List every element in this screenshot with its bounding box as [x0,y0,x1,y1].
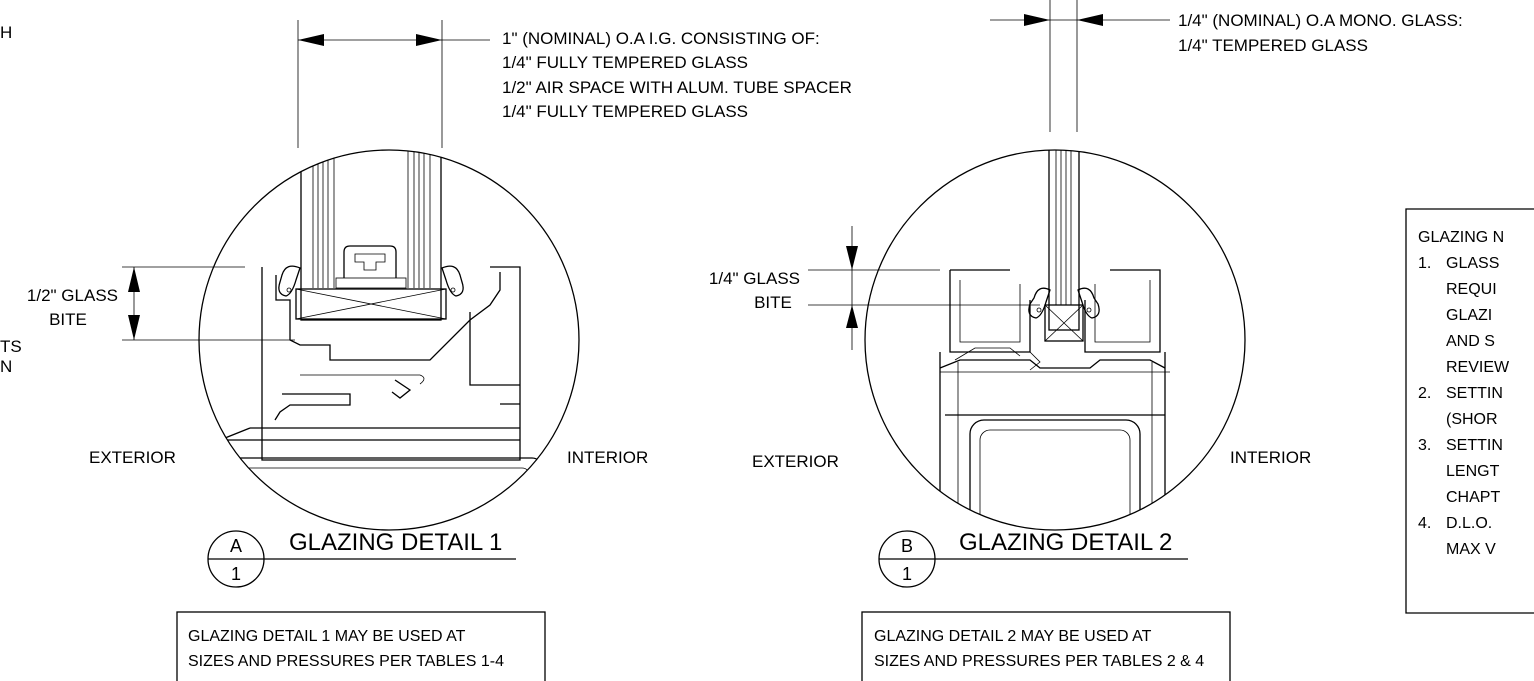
detail-title: GLAZING DETAIL 1 [289,529,502,556]
note-line: AND S [1446,333,1495,350]
note-line: GLAZI [1446,307,1492,324]
note-number: 1. [1418,255,1431,272]
note-line: (SHOR [1446,411,1498,428]
detail-note-line: SIZES AND PRESSURES PER TABLES 2 & 4 [874,653,1204,670]
note-line: LENGT [1446,463,1500,480]
bubble-number: 1 [902,564,912,584]
note-line: MAX V [1446,541,1496,558]
left-edge-fragment: N [0,357,12,376]
detail-note-box [861,611,1231,681]
glazing-notes-box: GLAZING N 1. GLASS REQUI GLAZI AND S REV… [1405,208,1534,614]
detail-title: GLAZING DETAIL 2 [959,529,1172,556]
ig-callout-line: 1/2" AIR SPACE WITH ALUM. TUBE SPACER [502,78,852,97]
note-number: 2. [1418,385,1431,402]
mono-callout-line: 1/4" TEMPERED GLASS [1178,36,1368,55]
exterior-label: EXTERIOR [752,452,839,471]
left-edge-fragment: TS [0,337,22,356]
note-number: 4. [1418,515,1431,532]
note-number: 3. [1418,437,1431,454]
left-edge-fragment: H [0,23,12,42]
detail-note-box [176,611,546,681]
interior-label: INTERIOR [1230,448,1311,467]
detail-note-line: SIZES AND PRESSURES PER TABLES 1-4 [188,653,504,670]
note-line: CHAPT [1446,489,1500,506]
bubble-letter: A [230,536,242,556]
ig-callout-line: 1/4" FULLY TEMPERED GLASS [502,53,748,72]
interior-label: INTERIOR [567,448,648,467]
detail-note-line: GLAZING DETAIL 1 MAY BE USED AT [188,628,466,645]
exterior-label: EXTERIOR [89,448,176,467]
exterior-gasket [1028,287,1051,319]
bubble-letter: B [901,536,913,556]
setting-block [295,288,447,320]
bubble-number: 1 [231,564,241,584]
note-line: SETTIN [1446,385,1503,402]
glass-bite-label: 1/2" GLASS [27,286,118,305]
glazing-detail-2: 1/4" (NOMINAL) O.A MONO. GLASS: 1/4" TEM… [709,0,1463,681]
mono-glass [1048,150,1080,331]
detail-circle [864,149,1246,531]
note-line: GLASS [1446,255,1499,272]
interior-gasket [1077,287,1100,319]
frame-extrusion [949,270,1031,353]
glazing-notes-heading: GLAZING N [1418,229,1504,246]
glass-bite-label: 1/4" GLASS [709,269,800,288]
ig-callout-line: 1/4" FULLY TEMPERED GLASS [502,102,748,121]
note-line: REVIEW [1446,359,1510,376]
exterior-gasket [278,265,301,297]
ig-callout-line: 1" (NOMINAL) O.A I.G. CONSISTING OF: [502,29,820,48]
glass-bite-label: BITE [754,293,792,312]
mono-callout-line: 1/4" (NOMINAL) O.A MONO. GLASS: [1178,11,1463,30]
note-line: D.L.O. [1446,515,1492,532]
ig-glass-unit [300,150,442,321]
detail-note-line: GLAZING DETAIL 2 MAY BE USED AT [874,628,1152,645]
note-line: SETTIN [1446,437,1503,454]
frame-extrusion [261,266,521,461]
glass-bite-label: BITE [49,310,87,329]
note-line: REQUI [1446,281,1497,298]
glazing-detail-1: 1" (NOMINAL) O.A I.G. CONSISTING OF: 1/4… [27,20,852,681]
setting-block [1044,304,1084,342]
interior-gasket [441,265,464,297]
